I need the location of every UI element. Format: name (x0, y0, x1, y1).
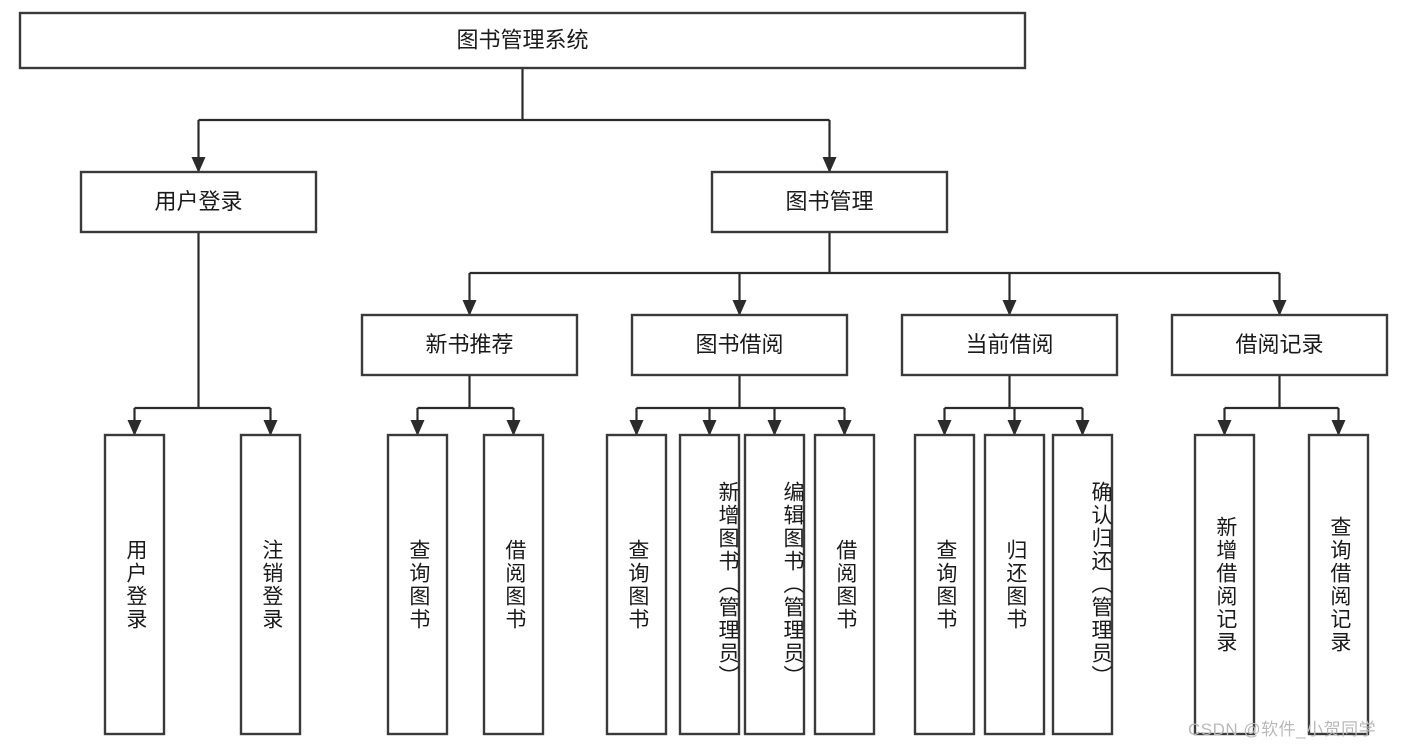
leaf-leaf-query-book-recommend[interactable] (386, 433, 449, 736)
node-box-layer (18, 11, 1389, 736)
node-label-borrow-record: 借阅记录 (1235, 332, 1323, 357)
leaf-leaf-borrow-book[interactable] (813, 433, 876, 736)
node-book-borrow[interactable] (630, 313, 849, 377)
arrow-head-icon (837, 420, 852, 436)
connector-layer (127, 68, 1346, 436)
node-borrow-record[interactable] (1170, 313, 1389, 377)
arrow-head-icon (191, 157, 206, 173)
leaf-leaf-query-book-borrow[interactable] (605, 433, 668, 736)
node-label-book-borrow: 图书借阅 (695, 332, 783, 357)
arrow-head-icon (410, 420, 425, 436)
arrow-head-icon (263, 420, 278, 436)
arrow-head-icon (1217, 420, 1232, 436)
node-new-book-recommend[interactable] (360, 313, 579, 377)
arrow-head-icon (1272, 300, 1287, 316)
node-root-root[interactable] (18, 11, 1027, 70)
node-label-root: 图书管理系统 (456, 27, 588, 52)
node-user-login[interactable] (79, 170, 318, 234)
node-book-management[interactable] (710, 170, 949, 234)
leaf-leaf-user-login[interactable] (103, 433, 166, 736)
arrow-head-icon (1002, 300, 1017, 316)
arrow-head-icon (1331, 420, 1346, 436)
leaf-leaf-query-borrow-record[interactable] (1307, 433, 1370, 736)
watermark-text: CSDN @软件_小贺同学 (1188, 720, 1377, 739)
leaf-leaf-return-book[interactable] (983, 433, 1046, 736)
arrow-head-icon (1007, 420, 1022, 436)
arrow-head-icon (732, 300, 747, 316)
arrow-head-icon (506, 420, 521, 436)
node-current-borrow[interactable] (900, 313, 1119, 377)
node-label-book-management: 图书管理 (785, 189, 873, 214)
node-label-user-login: 用户登录 (154, 189, 242, 214)
arrow-head-icon (462, 300, 477, 316)
leaf-leaf-edit-book-admin[interactable] (743, 433, 806, 736)
arrow-head-icon (767, 420, 782, 436)
node-label-new-book-recommend: 新书推荐 (425, 332, 513, 357)
arrow-head-icon (127, 420, 142, 436)
leaf-leaf-query-book-current[interactable] (913, 433, 976, 736)
arrow-head-icon (629, 420, 644, 436)
arrow-head-icon (822, 157, 837, 173)
leaf-leaf-logout-login[interactable] (239, 433, 302, 736)
leaf-leaf-borrow-book-recommend[interactable] (482, 433, 545, 736)
leaf-leaf-confirm-return-admin[interactable] (1051, 433, 1114, 736)
arrow-head-icon (1075, 420, 1090, 436)
leaf-leaf-add-book-admin[interactable] (678, 433, 741, 736)
node-label-current-borrow: 当前借阅 (965, 332, 1053, 357)
arrow-head-icon (702, 420, 717, 436)
leaf-leaf-add-borrow-record[interactable] (1193, 433, 1256, 736)
arrow-head-icon (937, 420, 952, 436)
